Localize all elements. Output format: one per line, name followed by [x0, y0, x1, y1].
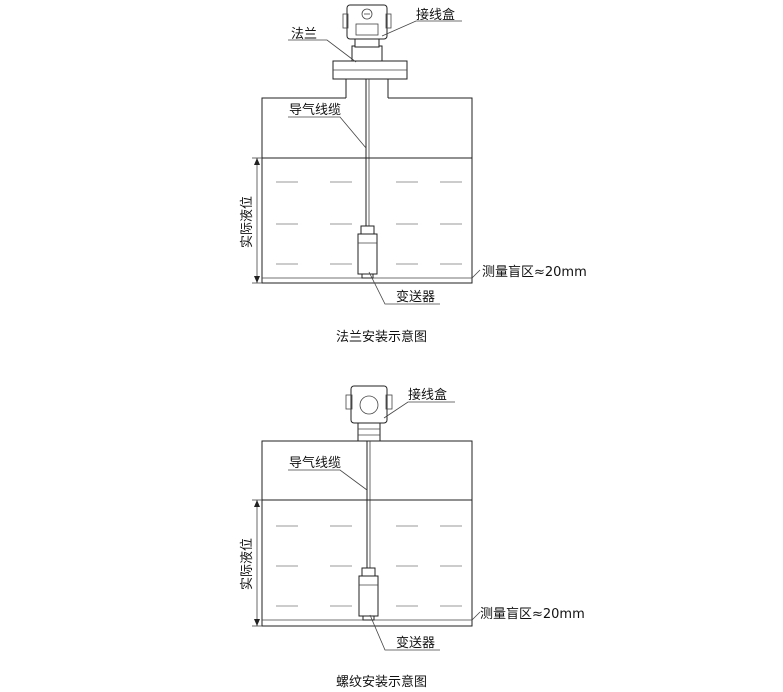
- blind-zone-label: 测量盲区≈20mm: [482, 264, 587, 280]
- transmitter-bottom: [358, 567, 379, 621]
- liquid-dashes: [276, 525, 462, 607]
- junction-box-bottom: [345, 385, 393, 442]
- flange-label: 法兰: [291, 27, 317, 42]
- tank-outline: [261, 440, 473, 627]
- vent-cable-label: 导气线缆: [289, 102, 341, 118]
- transmitter-label: 变送器: [396, 289, 435, 305]
- tank-outline: [261, 97, 473, 284]
- vent-cable-label: 导气线缆: [289, 455, 341, 471]
- thread-installation-diagram: 接线盒 导气线缆 测量盲区≈20mm 变送器 实际液位 螺纹安装示意图: [240, 385, 585, 690]
- actual-level-label: 实际液位: [240, 196, 255, 248]
- actual-level-label: 实际液位: [240, 538, 255, 590]
- level-dimension-bottom: [252, 499, 262, 627]
- flange-neck: [345, 79, 389, 98]
- screw-icon: [361, 8, 373, 20]
- transmitter-label: 变送器: [396, 635, 435, 651]
- diagram-caption: 螺纹安装示意图: [336, 674, 427, 690]
- junction-box-label: 接线盒: [408, 387, 447, 403]
- transmitter-top: [357, 225, 378, 279]
- junction-box-top: [342, 4, 392, 62]
- screw-icon: [359, 395, 379, 415]
- liquid-dashes: [276, 181, 462, 265]
- flange-installation-diagram: 接线盒 法兰 导气线缆 测量盲区≈20mm 变送器 实际液位 法兰安装示意图: [240, 4, 587, 345]
- level-dimension-top: [252, 157, 262, 284]
- junction-box-label: 接线盒: [416, 7, 455, 23]
- blind-zone-label: 测量盲区≈20mm: [480, 606, 585, 622]
- diagram-caption: 法兰安装示意图: [336, 329, 427, 345]
